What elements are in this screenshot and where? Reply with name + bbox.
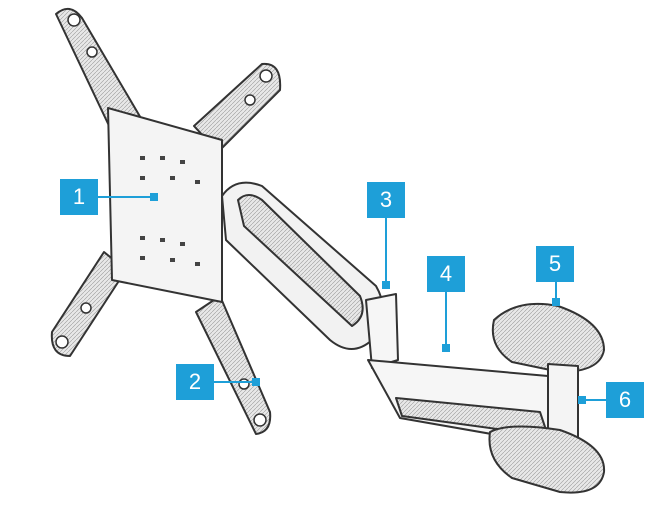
extension-arm [365, 293, 561, 447]
wall-plate [488, 302, 606, 494]
leader-lines [98, 196, 606, 401]
wall-plate-top [491, 302, 605, 373]
bracket-arm-top-right [193, 62, 282, 153]
bracket-screw-holes [55, 13, 273, 427]
elbow-joint [365, 293, 399, 369]
leader-dots [150, 193, 586, 404]
callout-6: 6 [606, 382, 644, 418]
bracket-arm-bottom-right [195, 295, 272, 435]
callout-5: 5 [536, 246, 574, 282]
callout-3: 3 [367, 182, 405, 218]
vesa-bracket [50, 7, 282, 435]
tilt-arm-inner [237, 194, 364, 327]
wall-plate-bottom [488, 425, 606, 494]
tilt-arm [221, 181, 384, 350]
callout-2: 2 [176, 364, 214, 400]
bracket-arm-top-left [55, 7, 143, 133]
plate-holes [140, 156, 200, 266]
callout-4: 4 [427, 256, 465, 292]
callout-1: 1 [60, 179, 98, 215]
bracket-plate [107, 107, 223, 303]
